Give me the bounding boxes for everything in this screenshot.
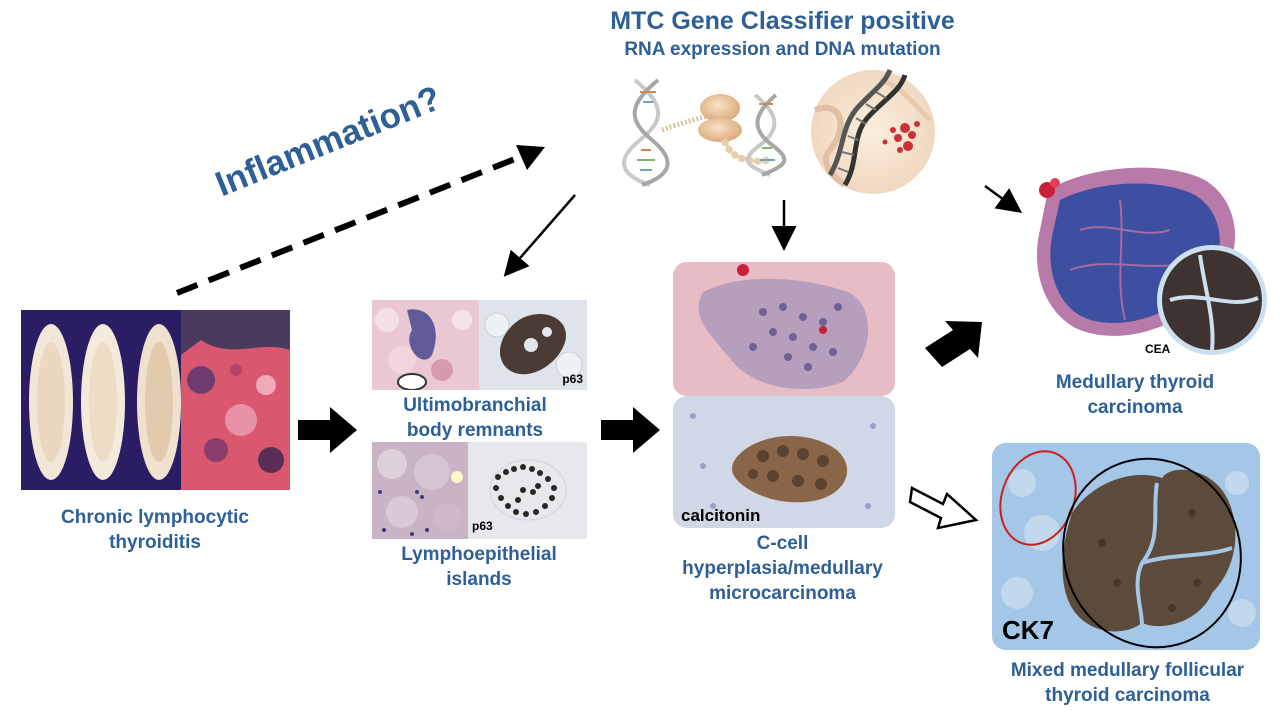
thyroiditis-gross-image [21, 310, 181, 490]
p63-stain-label-top: p63 [562, 372, 583, 386]
block-arrow-c-cell-to-medullary [925, 321, 982, 367]
dna-helix-middle-icon [745, 93, 787, 177]
arrow-to-medullary-specimen [984, 184, 1023, 213]
lymphoepithelial-he-image [372, 442, 468, 539]
dna-mutation-icon [811, 68, 935, 194]
ultimobranchial-p63-image: p63 [479, 300, 587, 390]
caption-lymphoepithelial-islands: Lymphoepithelial islands [401, 544, 557, 590]
calcitonin-stain-label: calcitonin [681, 506, 761, 525]
outline-arrow-c-cell-to-mixed [908, 486, 979, 530]
block-arrow-remnants-to-c-cell [601, 407, 660, 453]
p63-stain-label-bottom: p63 [472, 519, 493, 533]
block-arrow-thyroiditis-to-remnants [298, 407, 357, 453]
diagram-title: MTC Gene Classifier positive [610, 7, 955, 35]
inflammation-dashed-arrow [175, 145, 545, 296]
cea-stain-label: CEA [1145, 342, 1171, 356]
c-cell-calcitonin-image: calcitonin [673, 396, 895, 528]
arrow-classifier-to-ultimobranchial [503, 194, 576, 277]
caption-chronic-lymphocytic-thyroiditis: Chronic lymphocytic thyroiditis [61, 507, 249, 553]
dna-helix-left-icon [622, 78, 670, 187]
c-cell-he-image [673, 262, 895, 396]
ultimobranchial-he-image [372, 300, 479, 390]
caption-ultimobranchial-body-remnants: Ultimobranchial body remnants [403, 395, 547, 441]
caption-mixed-medullary-follicular-carcinoma: Mixed medullary follicular thyroid carci… [1010, 660, 1245, 706]
thyroiditis-histology-image [181, 310, 290, 490]
caption-c-cell-hyperplasia: C-cell hyperplasia/medullary microcarcin… [682, 533, 883, 604]
ck7-stain-label: CK7 [1002, 615, 1055, 645]
ck7-stain-image: CK7 [992, 443, 1260, 650]
diagram-subtitle: RNA expression and DNA mutation [624, 39, 941, 60]
caption-medullary-thyroid-carcinoma: Medullary thyroid carcinoma [1055, 372, 1215, 418]
lymphoepithelial-p63-image: p63 [468, 442, 587, 539]
